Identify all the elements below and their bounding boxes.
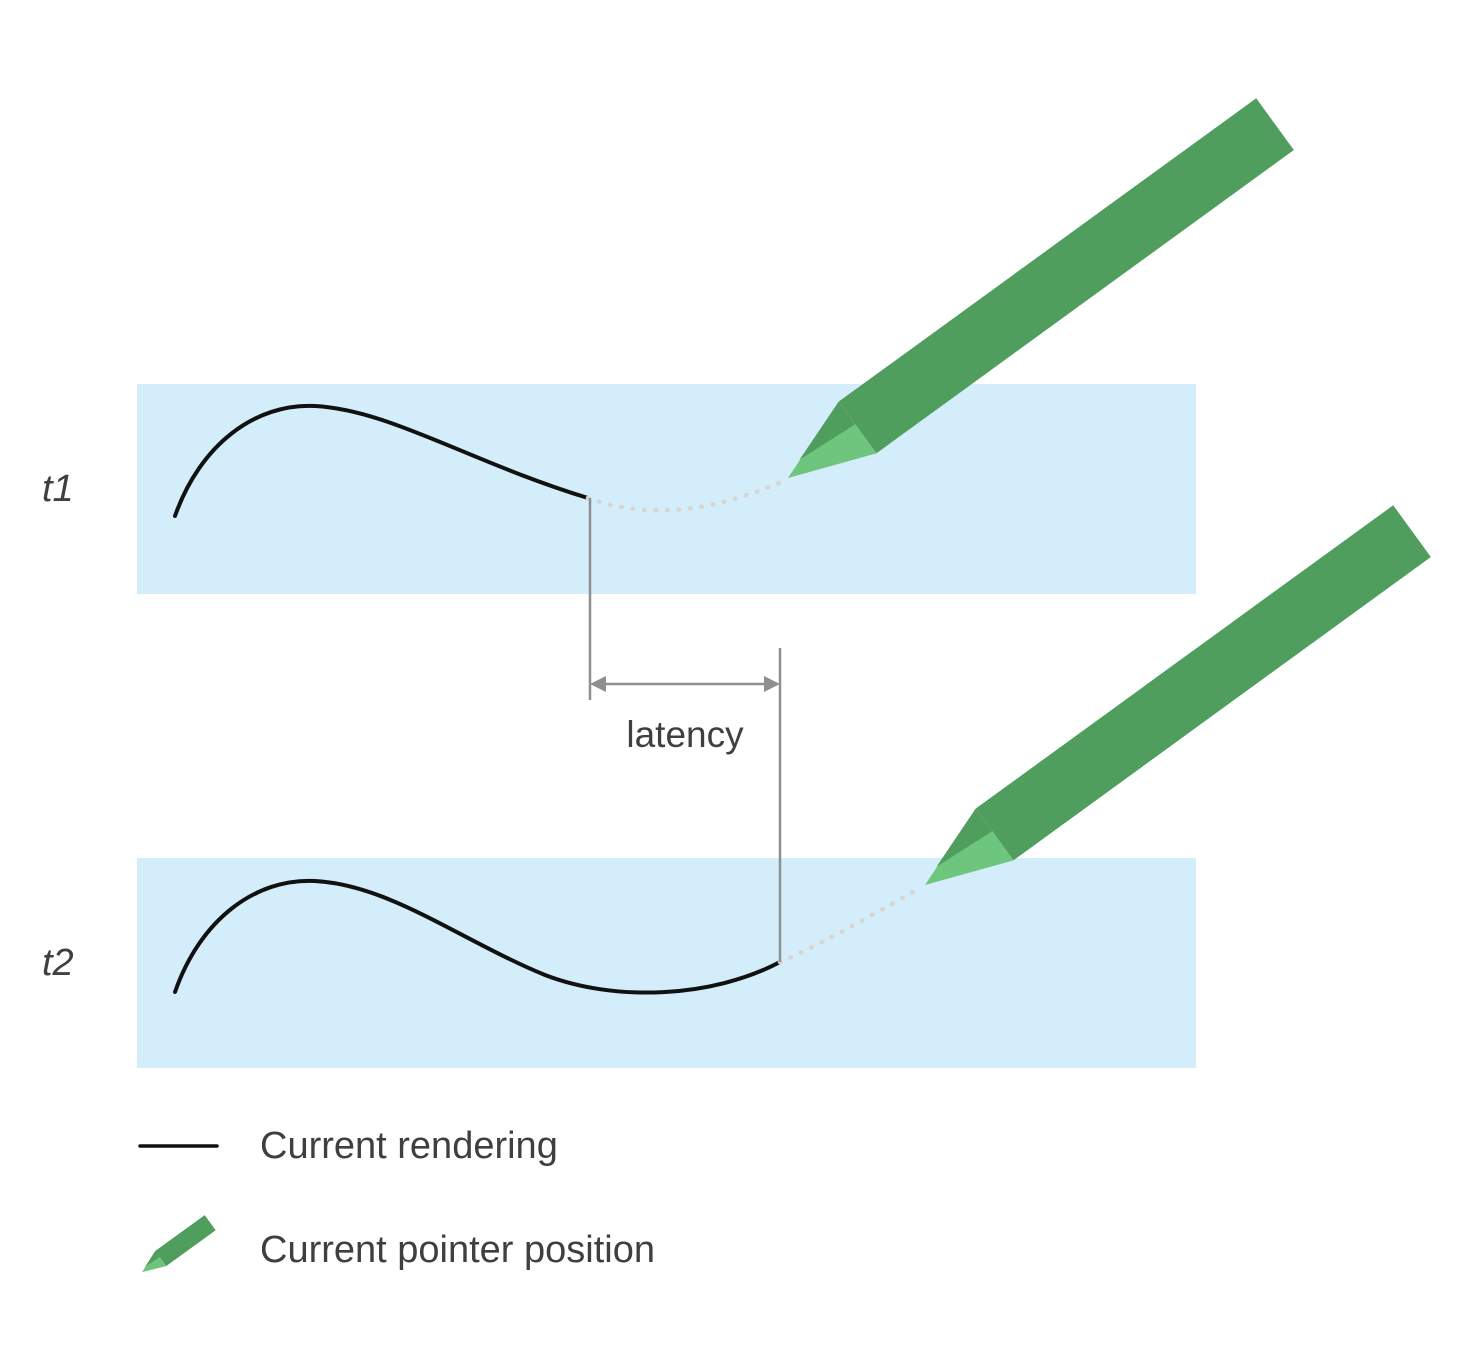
pen-icon-t2: [925, 505, 1431, 885]
row-label-t2: t2: [42, 942, 74, 984]
screen-band-t1: [137, 384, 1196, 594]
pen-tip-t1: [788, 401, 877, 478]
pen-tip-t2: [925, 808, 1014, 885]
latency-arrow-head-left: [590, 676, 606, 692]
pen-body-t2: [975, 505, 1431, 861]
latency-arrow-head-right: [764, 676, 780, 692]
rendered-stroke-t1: [173, 403, 590, 518]
pen-tip-facet-t1: [799, 401, 856, 460]
legend-label-current-pointer-position: Current pointer position: [260, 1228, 655, 1271]
stroke-line-icon: [137, 1108, 222, 1184]
legend-item-current-rendering: Current rendering: [137, 1118, 558, 1174]
row-label-t1: t1: [42, 468, 74, 510]
screen-band-t2: [137, 858, 1196, 1068]
pen-tip-facet-t2: [936, 808, 993, 867]
legend-label-current-rendering: Current rendering: [260, 1124, 558, 1167]
pen-icon-t1: [788, 98, 1294, 478]
pending-stroke-t2: [777, 884, 925, 965]
pen-body-t1: [838, 98, 1294, 454]
pending-stroke-t1: [585, 477, 789, 513]
latency-label: latency: [626, 714, 744, 755]
rendered-stroke-t2: [173, 878, 782, 995]
legend-item-current-pointer-position: Current pointer position: [137, 1212, 655, 1288]
pen-icon-legend: [137, 1212, 222, 1288]
